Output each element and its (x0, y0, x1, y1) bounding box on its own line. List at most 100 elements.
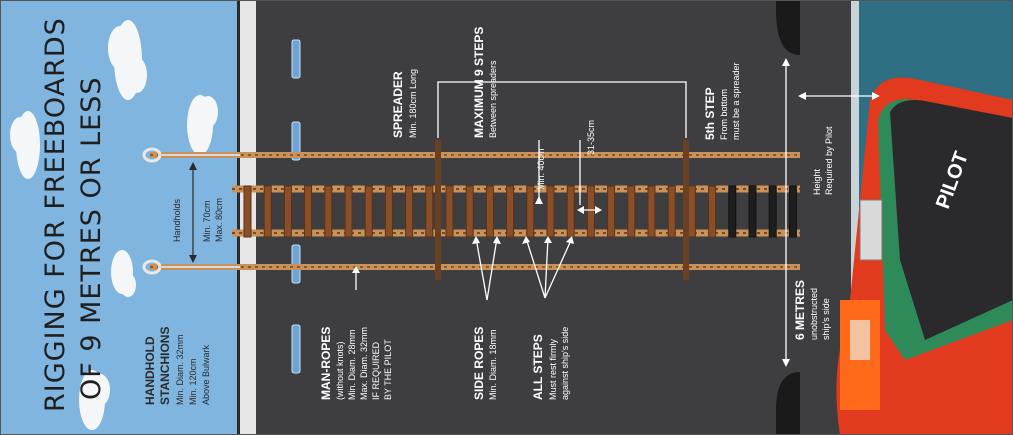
ladder-step (627, 185, 636, 238)
stanchions-heading-1: HANDHOLD (143, 336, 157, 405)
height-line-2: Required by Pilot (824, 126, 834, 195)
spreader-heading: SPREADER (391, 71, 405, 138)
arrow (352, 266, 360, 273)
ladder-step (243, 185, 252, 238)
handhold-stanchions-label: HANDHOLD STANCHIONS Min. Diam. 32mm Min.… (143, 327, 211, 405)
title-line-1: RIGGING FOR FREEBOARDS (40, 17, 71, 412)
side-ropes-line-1: Min. Diam. 18mm (488, 329, 498, 400)
fifth-step-line-2: must be a spreader (731, 62, 741, 140)
marker (291, 121, 301, 161)
pointer-side-rope-b (486, 237, 498, 301)
annotation-lines (355, 60, 878, 365)
pointer-step-c (544, 237, 573, 299)
spreaders (435, 140, 689, 280)
arrow (566, 236, 574, 244)
ladder-step (687, 185, 696, 238)
ladder-step (647, 185, 656, 238)
cloud (108, 20, 147, 100)
arrow (544, 236, 552, 243)
ladder-steps (243, 185, 797, 238)
ladder-step (485, 185, 494, 238)
fenders (776, 0, 800, 435)
six-metres-heading: 6 METRES (793, 280, 807, 340)
man-ropes-line-5: BY THE PILOT (383, 339, 393, 400)
annotation-arrows (352, 58, 880, 367)
six-metres-label: 6 METRES unobstructed ship's side (793, 280, 831, 340)
ladder-step (607, 185, 616, 238)
max-steps-heading: MAXIMUM 9 STEPS (472, 27, 486, 138)
ladder-step (465, 185, 474, 238)
man-ropes-line-4: IF REQUIRED (371, 341, 381, 400)
cloud (79, 370, 110, 430)
ladder-step (748, 185, 757, 238)
marker (291, 324, 301, 374)
bracket-max-steps (437, 81, 687, 92)
pointer-side-rope-a (475, 237, 488, 301)
handholds-label: Handholds Min. 70cm Max. 80cm (172, 198, 224, 242)
marker (291, 39, 301, 79)
arrow (782, 58, 790, 66)
ladder-step (304, 185, 313, 238)
spreader-upper (435, 140, 441, 280)
handholds-line-1: Min. 70cm (202, 200, 212, 242)
ladder-step (506, 185, 515, 238)
arrow (472, 236, 480, 244)
arrow (798, 92, 806, 100)
cloud (111, 250, 136, 297)
ship-waterline (851, 0, 859, 435)
six-metres-line-1: unobstructed (809, 288, 819, 340)
arrow (782, 359, 790, 367)
arrow (493, 236, 501, 244)
cloud (10, 111, 40, 179)
ladder-step (425, 185, 434, 238)
arrow (535, 196, 543, 204)
arrow (577, 206, 584, 214)
six-metres-line-2: ship's side (821, 298, 831, 340)
ladder-step (708, 185, 717, 238)
pointer-step-b (544, 237, 549, 299)
boat-railing (859, 199, 883, 261)
side-ropes-heading: SIDE ROPES (472, 327, 486, 400)
man-ropes-line-1: (without knots) (335, 341, 345, 400)
man-ropes-line-3: Max. Diam. 32mm (359, 327, 369, 400)
ladder-step (283, 185, 292, 238)
boat-black-hull (890, 99, 1013, 340)
ladder-step (384, 185, 393, 238)
fifth-step-label: 5th STEP From bottom must be a spreader (703, 62, 741, 140)
man-ropes-heading: MAN-ROPES (319, 327, 333, 400)
boat-window (850, 320, 870, 360)
man-ropes (142, 147, 800, 275)
all-steps-heading: ALL STEPS (531, 334, 545, 400)
ladder-step (586, 185, 595, 238)
min-40-label: Min. 40cm (536, 148, 546, 190)
pilot-boat: PILOT (836, 77, 1013, 435)
ladder-step (788, 185, 797, 238)
ladder-step (405, 185, 414, 238)
ladder-step (324, 185, 333, 238)
bulwark-markers (291, 39, 301, 374)
spreader-label: SPREADER Min. 180cm Long (391, 69, 418, 138)
ladder-step (566, 185, 575, 238)
ladder-step (768, 185, 777, 238)
title-line-2: OF 9 METRES OR LESS (76, 77, 107, 401)
stanchions-line-3: Above Bulwark (201, 344, 211, 405)
max-steps-line-1: Between spreaders (488, 60, 498, 138)
all-steps-label: ALL STEPS Must rest firmly against ship'… (531, 327, 570, 400)
arrow (595, 206, 602, 214)
handholds-heading: Handholds (172, 198, 182, 242)
arrow (522, 236, 530, 244)
fender-bottom (776, 372, 800, 435)
ladder-step (263, 185, 272, 238)
arrow (189, 255, 197, 263)
side-ropes-label: SIDE ROPES Min. Diam. 18mm (472, 327, 498, 400)
stanchions-line-1: Min. Diam. 32mm (175, 334, 185, 405)
stanchions-line-2: Min. 120cm (188, 358, 198, 405)
all-steps-line-2: against ship's side (560, 327, 570, 400)
step-spacing-label: 31-35cm (586, 120, 596, 155)
man-ropes-label: MAN-ROPES (without knots) Min. Diam. 28m… (319, 327, 393, 400)
handholds-line-2: Max. 80cm (214, 198, 224, 242)
stanchions-heading-2: STANCHIONS (158, 327, 172, 405)
ladder-step (526, 185, 535, 238)
ladder-step (445, 185, 454, 238)
max-steps-label: MAXIMUM 9 STEPS Between spreaders (472, 27, 498, 138)
